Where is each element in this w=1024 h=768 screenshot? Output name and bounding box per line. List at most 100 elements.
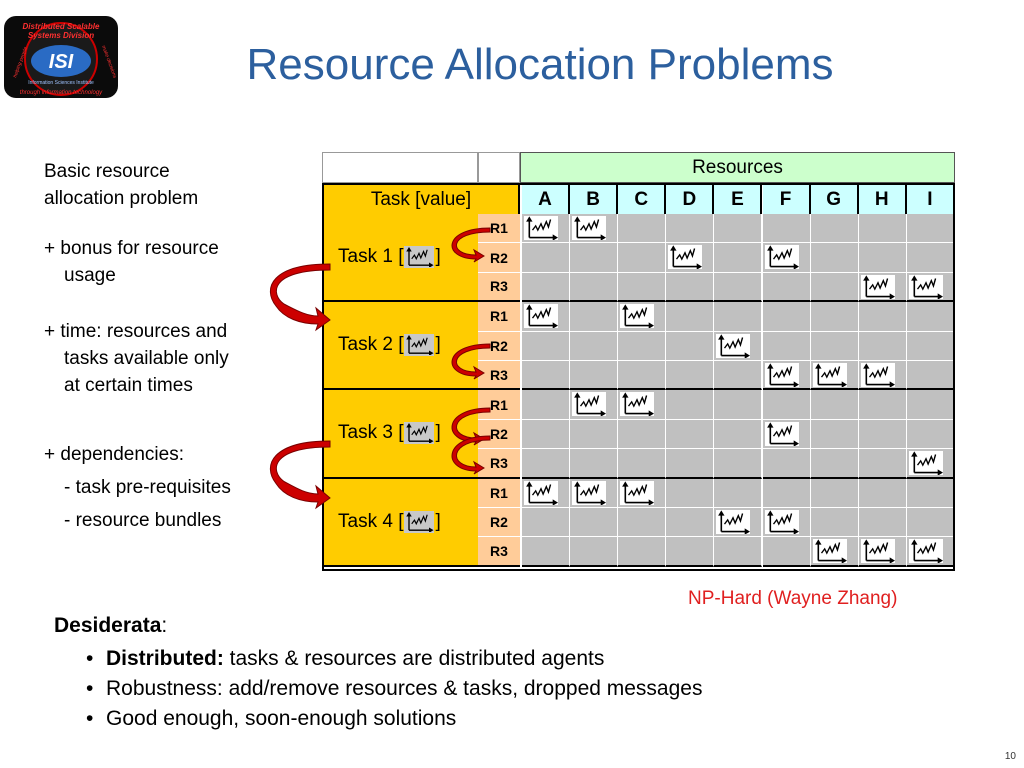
list-item: •Good enough, soon-enough solutions: [86, 707, 457, 730]
task-value-box: [404, 422, 435, 445]
basic-line1: Basic resource: [44, 161, 170, 182]
grid-cell: [570, 508, 619, 538]
utility-curve-icon: [910, 539, 943, 564]
isi-logo: Distributed Scalable Systems Division IS…: [4, 16, 118, 98]
task-label-close: ]: [435, 334, 441, 356]
task-1-cell: Task 1 []: [322, 214, 478, 303]
grid-cell: [762, 331, 811, 361]
grid-cell: [714, 272, 763, 303]
desiderata-colon: :: [161, 614, 168, 637]
grid-cell: [762, 537, 811, 567]
utility-curve-icon: [622, 304, 655, 329]
task-label-close: ]: [435, 422, 441, 444]
grid-cell: [810, 243, 859, 273]
grid-cell: [714, 302, 763, 332]
task-3-cell: Task 3 []: [322, 390, 478, 479]
column-header-e: E: [714, 183, 763, 214]
column-header-c: C: [618, 183, 667, 214]
utility-curve-icon: [622, 392, 655, 417]
utility-cell: [764, 245, 799, 270]
grid-cell: [666, 243, 715, 273]
column-header-b: B: [570, 183, 619, 214]
grid-cell: [666, 272, 715, 303]
utility-cell: [860, 363, 895, 387]
grid-cell: [666, 419, 715, 450]
grid-cell: [570, 214, 619, 244]
grid-cell: [810, 272, 859, 303]
grid-cell: [810, 214, 859, 244]
grid-cell: [906, 214, 955, 244]
utility-curve-icon: [910, 451, 943, 476]
grid-cell: [570, 331, 619, 361]
column-header-a: A: [522, 183, 571, 214]
column-header-f: F: [762, 183, 811, 214]
list-item: •Robustness: add/remove resources & task…: [86, 677, 703, 700]
utility-curve-icon: [622, 480, 655, 505]
task-value-header: Task [value]: [322, 183, 520, 214]
grid-cell: [714, 390, 763, 420]
grid-cell: [906, 272, 955, 303]
utility-cell: [716, 333, 751, 358]
utility-curve-icon: [406, 423, 435, 444]
grid-cell: [714, 508, 763, 538]
utility-curve-icon: [718, 333, 751, 358]
utility-curve-icon: [526, 216, 558, 240]
utility-cell: [620, 480, 655, 505]
grid-cell: [858, 390, 907, 420]
utility-cell: [908, 274, 943, 299]
grid-cell: [666, 302, 715, 332]
grid-cell: [762, 214, 811, 244]
utility-curve-icon: [574, 392, 607, 417]
utility-cell: [764, 363, 799, 387]
grid-cell: [858, 508, 907, 538]
grid-cell: [618, 302, 667, 332]
utility-cell: [572, 392, 607, 417]
column-header-d: D: [666, 183, 715, 214]
grid-cell: [666, 449, 715, 479]
grid-cell: [810, 508, 859, 538]
np-hard-note: NP-Hard (Wayne Zhang): [688, 588, 898, 609]
utility-cell: [764, 510, 799, 534]
task-label: Task 3 [: [338, 422, 404, 444]
logo-mark: ISI: [49, 51, 74, 73]
grid-cell: [714, 361, 763, 391]
dep-sub2: - resource bundles: [64, 510, 222, 531]
utility-cell: [572, 480, 607, 505]
grid-cell: [522, 272, 571, 303]
grid-cell: [858, 214, 907, 244]
utility-curve-icon: [406, 247, 435, 268]
utility-cell: [524, 304, 558, 329]
grid-cell: [666, 361, 715, 391]
grid-cell: [810, 419, 859, 450]
utility-cell: [908, 539, 943, 564]
list-item: •Distributed: tasks & resources are dist…: [86, 647, 605, 670]
grid-cell: [570, 449, 619, 479]
grid-cell: [810, 537, 859, 567]
utility-curve-icon: [766, 422, 799, 446]
resources-header: Resources: [520, 152, 955, 183]
logo-line1: Distributed Scalable: [23, 22, 100, 31]
grid-cell: [522, 449, 571, 479]
grid-cell: [618, 243, 667, 273]
grid-cell: [858, 243, 907, 273]
utility-cell: [860, 539, 895, 564]
grid-cell: [666, 390, 715, 420]
row-label-r3: R3: [478, 537, 520, 567]
column-header-h: H: [858, 183, 907, 214]
utility-curve-icon: [526, 480, 558, 505]
task-label: Task 2 [: [338, 334, 404, 356]
column-header-i: I: [906, 183, 955, 214]
grid-cell: [810, 478, 859, 508]
row-label-r1: R1: [478, 478, 520, 508]
time-line1: + time: resources and: [44, 321, 228, 342]
task-value-box: [404, 246, 435, 269]
row-label-r2: R2: [478, 419, 520, 450]
grid-cell: [906, 449, 955, 479]
grid-cell: [810, 302, 859, 332]
row-label-r3: R3: [478, 361, 520, 391]
grid-cell: [522, 243, 571, 273]
grid-cell: [762, 302, 811, 332]
grid-cell: [618, 272, 667, 303]
row-label-r2: R2: [478, 331, 520, 361]
grid-cell: [618, 331, 667, 361]
